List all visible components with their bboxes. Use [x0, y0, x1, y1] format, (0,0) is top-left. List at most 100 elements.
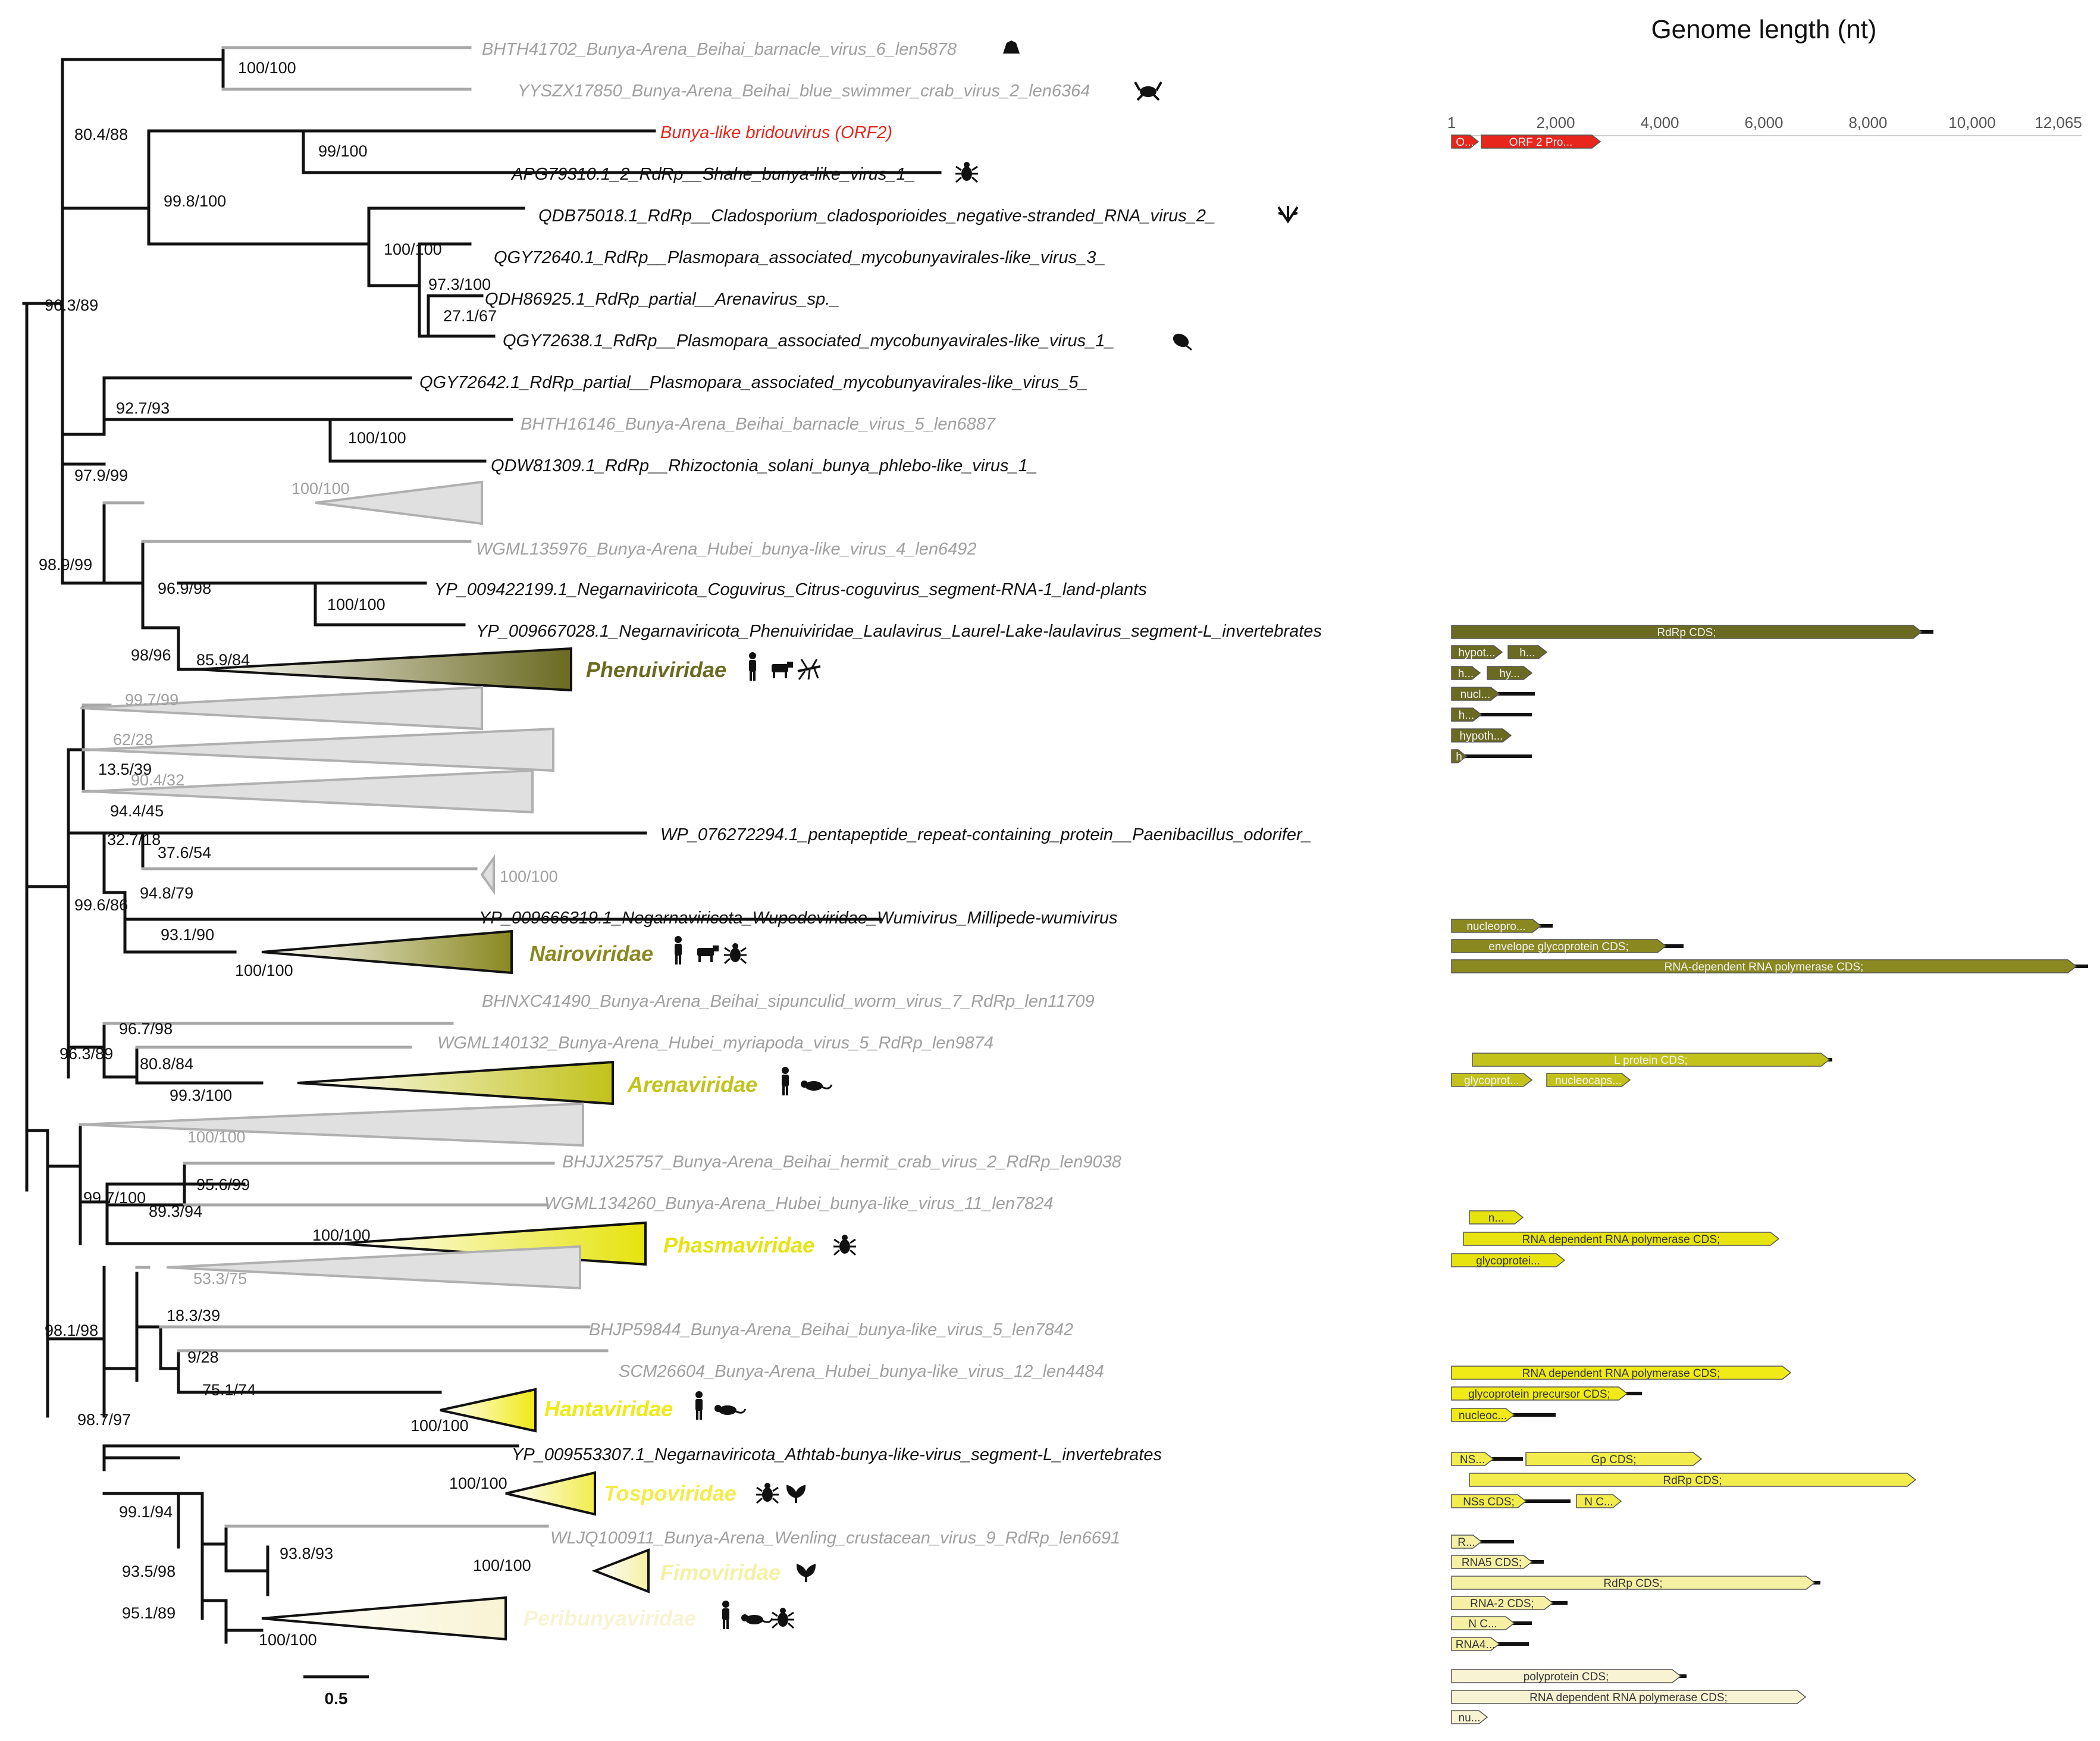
taxon-labels: BHTH41702_Bunya-Arena_Beihai_barnacle_vi… — [419, 40, 1322, 1548]
gene-arrow — [1481, 134, 1601, 149]
gene-arrow — [1451, 1576, 1816, 1590]
support-value: 100/100 — [235, 962, 293, 979]
collapsed-clade-grey — [166, 1245, 581, 1290]
insect-icon — [955, 162, 978, 183]
gene-arrow — [1451, 1669, 1682, 1683]
support-value: 99.7/99 — [125, 691, 178, 709]
support-value: 27.1/67 — [443, 307, 497, 325]
support-value: 94.8/79 — [140, 884, 193, 902]
gene-label: nucleoc... — [1459, 1410, 1507, 1422]
insect-icon — [772, 1608, 794, 1629]
support-value: 99.1/94 — [119, 1503, 173, 1521]
support-value: 100/100 — [348, 429, 406, 447]
axis-tick-label: 2,000 — [1536, 114, 1575, 131]
gene-label: glycoprot... — [1464, 1075, 1519, 1087]
taxon-label: YYSZX17850_Bunya-Arena_Beihai_blue_swimm… — [518, 82, 1090, 101]
taxon-label: WLJQ100911_Bunya-Arena_Wenling_crustacea… — [550, 1529, 1120, 1548]
support-value: 98.1/98 — [45, 1322, 98, 1339]
support-value: 100/100 — [473, 1557, 531, 1574]
gene-label: RNA5 CDS; — [1462, 1557, 1522, 1569]
gene-arrow — [1451, 1366, 1792, 1380]
support-value: 98.7/97 — [77, 1411, 131, 1429]
cow-icon — [772, 662, 793, 678]
gene-label: nucleocaps... — [1555, 1075, 1622, 1087]
support-value: 37.6/54 — [158, 844, 211, 862]
support-value: 96.9/98 — [158, 580, 211, 597]
tree-branches — [22, 46, 942, 1644]
gene-label: NS... — [1460, 1454, 1485, 1466]
support-value: 89.3/94 — [149, 1203, 202, 1220]
taxon-label: APG79310.1_2_RdRp__Shahe_bunya-like_viru… — [510, 165, 916, 184]
gene-label: nucl... — [1460, 688, 1491, 701]
gene-label: hypoth... — [1460, 730, 1503, 743]
human-icon — [675, 936, 682, 965]
gene-label: RdRp CDS; — [1657, 627, 1716, 639]
gene-arrow — [1451, 1073, 1533, 1087]
family-label: Hantaviridae — [544, 1396, 673, 1421]
family-label: Phasmaviridae — [663, 1233, 814, 1257]
human-icon — [782, 1067, 789, 1095]
rodent-icon — [801, 1081, 833, 1091]
support-value: 85.9/84 — [196, 651, 250, 669]
support-value: 100/100 — [384, 240, 442, 258]
taxon-label: YP_009666319.1_Negarnaviricota_Wupedevir… — [479, 909, 1118, 928]
family-label: Tospoviridae — [604, 1481, 736, 1505]
gene-arrow — [1472, 1053, 1831, 1067]
insect-icon — [833, 1235, 856, 1256]
gene-arrow — [1451, 1408, 1515, 1422]
support-value: 18.3/39 — [167, 1307, 220, 1324]
gene-arrow — [1451, 728, 1512, 743]
gene-arrow — [1451, 1637, 1500, 1651]
support-value: 53.3/75 — [193, 1270, 247, 1288]
gene-label: Gp CDS; — [1591, 1454, 1636, 1466]
gene-arrows: O...ORF 2 Pro...RdRp CDS;hypot...h...h..… — [1451, 134, 2088, 1724]
collapsed-clade-arena — [297, 1060, 614, 1106]
gene-label: RNA4... — [1456, 1639, 1496, 1651]
gene-label: hypot... — [1458, 647, 1495, 659]
insect-icon — [756, 1483, 779, 1504]
support-value: 95.6/99 — [196, 1176, 250, 1194]
support-value: 80.8/84 — [140, 1055, 193, 1073]
gene-label: n... — [1488, 1212, 1504, 1225]
axis-tick-label: 1 — [1447, 114, 1456, 131]
gene-arrow — [1451, 1386, 1628, 1401]
support-value: 99.6/86 — [74, 896, 128, 914]
cow-icon — [697, 945, 719, 962]
collapsed-clade-phenui — [196, 647, 572, 692]
plant-icon — [786, 1485, 806, 1503]
taxon-label: QGY72638.1_RdRp__Plasmopara_associated_m… — [503, 331, 1114, 350]
gene-label: h... — [1459, 709, 1474, 722]
collapsed-clade-grey — [80, 1102, 584, 1147]
support-value: 98.9/99 — [39, 556, 92, 574]
gene-label: L protein CDS; — [1614, 1054, 1688, 1067]
support-value: 96.7/98 — [119, 1020, 173, 1038]
barnacle-icon — [1003, 40, 1020, 54]
gene-label: nucleopro... — [1466, 920, 1525, 933]
support-value: 32.7/18 — [107, 831, 161, 848]
family-labels: PhenuiviridaeNairoviridaeArenaviridaePha… — [524, 652, 856, 1630]
gene-label: NSs CDS; — [1463, 1496, 1515, 1508]
support-value: 92.7/93 — [116, 399, 170, 417]
support-value: 90.4/32 — [131, 771, 184, 789]
gene-label: envelope glycoprotein CDS; — [1488, 941, 1629, 953]
taxon-label: BHJP59844_Bunya-Arena_Beihai_bunya-like_… — [589, 1320, 1073, 1339]
oomycete-icon — [1173, 333, 1192, 351]
support-value: 13.5/39 — [98, 760, 152, 778]
family-label: Nairoviridae — [529, 941, 653, 966]
axis-tick-label: 4,000 — [1640, 114, 1679, 131]
taxon-label: WP_076272294.1_pentapeptide_repeat-conta… — [660, 825, 1312, 844]
gene-arrow — [1451, 1555, 1533, 1569]
support-value: 99.3/100 — [170, 1086, 232, 1104]
gene-label: RNA dependent RNA polymerase CDS; — [1522, 1367, 1720, 1380]
taxon-label: WGML134260_Bunya-Arena_Hubei_bunya-like_… — [544, 1194, 1054, 1213]
gene-label: h... — [1458, 668, 1474, 680]
axis-tick-label: 8,000 — [1848, 114, 1887, 131]
support-value: 75.1/74 — [202, 1381, 256, 1399]
taxon-label: BHTH16146_Bunya-Arena_Beihai_barnacle_vi… — [521, 415, 996, 434]
taxon-label: YP_009422199.1_Negarnaviricota_Coguvirus… — [434, 580, 1147, 599]
genome-title: Genome length (nt) — [1651, 15, 1876, 44]
gene-arrow — [1451, 1253, 1566, 1267]
support-value: 99.8/100 — [164, 192, 226, 210]
